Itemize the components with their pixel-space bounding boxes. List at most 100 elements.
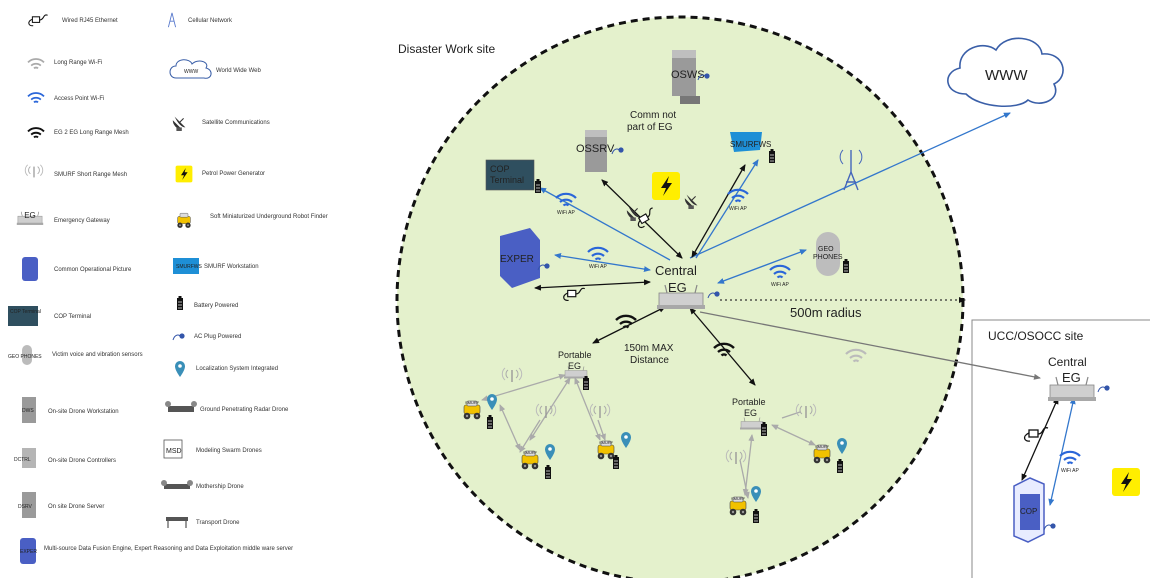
legend-label: SMURF Workstation bbox=[204, 264, 259, 270]
smurf-robot-label: SMURF bbox=[465, 400, 480, 405]
wifi-ap-icon: WiFi AP bbox=[554, 192, 578, 216]
www-tag: WWW bbox=[184, 69, 198, 75]
robot-icon bbox=[176, 212, 192, 229]
legend: EG COP Terminal GEO PHONES DWS DCTRL DSR… bbox=[8, 12, 328, 564]
legend-label: AC Plug Powered bbox=[194, 334, 241, 340]
wifi-ap-icon: WiFi AP bbox=[768, 264, 792, 288]
legend-label: Modeling Swarm Drones bbox=[196, 448, 262, 454]
dws-tag: DWS bbox=[22, 408, 34, 414]
radius-label: 500m radius bbox=[790, 305, 862, 320]
workstation-icon: SMURFWS bbox=[173, 258, 202, 274]
legend-label: EG 2 EG Long Range Mesh bbox=[54, 130, 129, 136]
osws-label: OSWS bbox=[671, 69, 705, 81]
exper-tag: EXPER bbox=[20, 549, 37, 555]
cop-tag: COP Terminal bbox=[10, 309, 41, 315]
smurfws-tag: SMURFWS bbox=[176, 264, 202, 270]
geo-phone-icon: GEO PHONES bbox=[8, 345, 42, 365]
cop-terminal-line2: Terminal bbox=[490, 175, 524, 185]
comm-note-line2: part of EG bbox=[627, 122, 673, 133]
smurf-robot-label: SMURF bbox=[599, 440, 614, 445]
lightning-icon bbox=[1112, 468, 1140, 496]
legend-label: Cellular Network bbox=[188, 18, 233, 24]
wifi-blue-icon bbox=[27, 92, 45, 104]
exper-server-icon: EXPER bbox=[20, 538, 37, 564]
wifi-gray-icon bbox=[845, 348, 867, 363]
cell-tower-icon bbox=[839, 149, 863, 191]
dctrl-tag: DCTRL bbox=[14, 457, 31, 463]
cell-tower-icon bbox=[167, 12, 177, 28]
exper-server: EXPER bbox=[500, 228, 551, 288]
wifi-ap-label: WiFi AP bbox=[557, 210, 575, 216]
portable-eg-line1: Portable bbox=[558, 350, 592, 360]
geo-phones-line2: PHONES bbox=[813, 254, 843, 261]
central-eg-line1: Central bbox=[655, 263, 697, 278]
legend-label: SMURF Short Range Mesh bbox=[54, 172, 127, 178]
smurf-robot-label: SMURF bbox=[815, 444, 830, 449]
osws-server: OSWS bbox=[671, 50, 711, 104]
legend-label: Mothership Drone bbox=[196, 484, 244, 490]
legend-label: Battery Powered bbox=[194, 303, 238, 309]
ucc-central-eg: Central EG bbox=[1047, 355, 1111, 402]
central-eg-line2: EG bbox=[668, 280, 687, 295]
legend-label: Wired RJ45 Ethernet bbox=[62, 18, 118, 24]
legend-label: Transport Drone bbox=[196, 520, 240, 526]
location-pin-icon bbox=[175, 361, 185, 377]
server-icon: DSRV bbox=[18, 492, 36, 518]
ossrv-server: OSSRV bbox=[576, 130, 625, 172]
server-icon: DWS bbox=[22, 397, 36, 423]
www-label: WWW bbox=[985, 67, 1028, 84]
ossrv-label: OSSRV bbox=[576, 143, 615, 155]
drone-icon bbox=[161, 480, 193, 489]
battery-icon bbox=[486, 414, 494, 430]
central-eg: Central EG bbox=[655, 263, 721, 310]
legend-label: Ground Penetrating Radar Drone bbox=[200, 407, 289, 413]
dsrv-tag: DSRV bbox=[18, 504, 32, 510]
lightning-icon bbox=[652, 172, 680, 200]
legend-label: Multi-source Data Fusion Engine, Expert … bbox=[44, 546, 293, 552]
ucc-title: UCC/OSOCC site bbox=[988, 329, 1084, 343]
legend-label: Localization System Integrated bbox=[196, 366, 278, 372]
portable-eg: Portable EG bbox=[732, 397, 768, 437]
legend-label: World Wide Web bbox=[216, 68, 261, 74]
legend-label: Access Point Wi-Fi bbox=[54, 96, 104, 102]
wifi-ap-icon: WiFi AP bbox=[726, 188, 750, 212]
legend-label: Emergency Gateway bbox=[54, 218, 110, 224]
smurfws-label: SMURFWS bbox=[730, 140, 771, 149]
legend-label: Soft Miniaturized Underground Robot Find… bbox=[210, 214, 328, 220]
wifi-ap-label: WiFi AP bbox=[1061, 468, 1079, 474]
geo-tag: GEO PHONES bbox=[8, 354, 42, 360]
ethernet-cable-icon bbox=[28, 14, 49, 27]
legend-label: Victim voice and vibration sensors bbox=[52, 352, 143, 358]
legend-label: Long Range Wi-Fi bbox=[54, 60, 102, 66]
legend-label: On site Drone Server bbox=[48, 504, 104, 510]
drone-controller-icon: DCTRL bbox=[14, 448, 36, 468]
ucc-central-eg-line2: EG bbox=[1062, 370, 1081, 385]
wifi-black-icon bbox=[27, 127, 45, 139]
ucc-cop-server: COP bbox=[1013, 477, 1057, 543]
legend-label: Satellite Communications bbox=[202, 120, 270, 126]
portable-eg-line2: EG bbox=[568, 361, 581, 371]
cloud-icon: WWW bbox=[169, 59, 212, 79]
legend-label: COP Terminal bbox=[54, 314, 91, 320]
exper-label: EXPER bbox=[500, 254, 534, 265]
satellite-dish-icon bbox=[172, 116, 186, 132]
www-cloud: WWW bbox=[947, 37, 1064, 108]
smurf-robot-label: SMURF bbox=[731, 496, 746, 501]
ucc-cop-label: COP bbox=[1020, 507, 1037, 516]
site-title: Disaster Work site bbox=[398, 42, 495, 56]
legend-label: Petrol Power Generator bbox=[202, 171, 265, 177]
geo-phones: GEO PHONES bbox=[813, 232, 850, 276]
eg-tag: EG bbox=[24, 211, 36, 220]
transport-drone-icon bbox=[166, 517, 188, 528]
lightning-icon bbox=[175, 165, 193, 183]
battery-icon bbox=[544, 464, 552, 480]
wifi-ap-icon: WiFi AP bbox=[1058, 450, 1082, 474]
portable-eg-line1: Portable bbox=[732, 397, 766, 407]
cop-terminal: COP Terminal bbox=[485, 159, 542, 194]
cop-terminal-icon: COP Terminal bbox=[8, 306, 41, 326]
wifi-gray-icon bbox=[27, 58, 45, 70]
msd-tag: MSD bbox=[166, 448, 182, 455]
wifi-ap-label: WiFi AP bbox=[589, 264, 607, 270]
smurf-robot-label: SMURF bbox=[523, 450, 538, 455]
